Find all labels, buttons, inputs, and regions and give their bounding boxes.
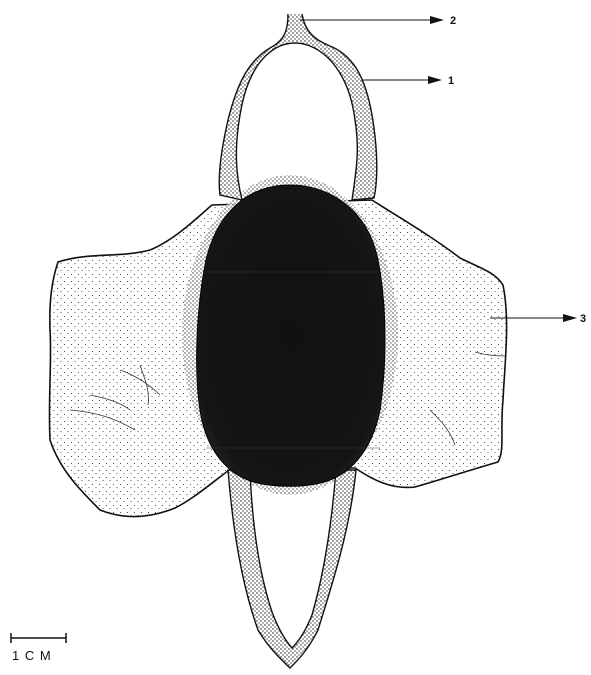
callout-2: 2 — [300, 15, 456, 27]
scale-bar: 1 C M — [11, 633, 66, 663]
callout-3-label: 3 — [580, 313, 586, 325]
callout-1-label: 1 — [448, 75, 454, 87]
dark-core — [197, 185, 385, 486]
scale-bar-label: 1 C M — [12, 648, 52, 663]
upper-loop — [219, 14, 377, 200]
callout-1: 1 — [362, 75, 454, 87]
lower-legs — [228, 470, 356, 668]
callout-2-label: 2 — [450, 15, 456, 27]
